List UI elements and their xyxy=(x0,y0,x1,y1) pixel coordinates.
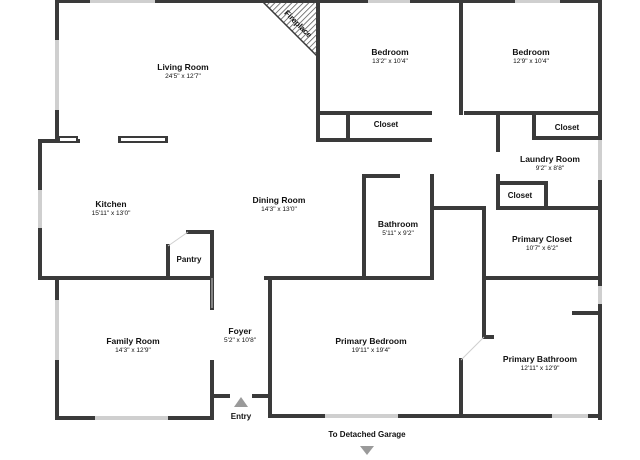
room-laundry-room: Laundry Room 9'2" x 8'8" xyxy=(520,154,580,173)
room-dimensions: 12'11" x 12'9" xyxy=(520,364,560,372)
room-primary-bathroom: Primary Bathroom 12'11" x 12'9" xyxy=(503,354,577,373)
room-dining-room: Dining Room 14'3" x 13'0" xyxy=(253,195,306,214)
room-primary-closet: Primary Closet 10'7" x 6'2" xyxy=(512,234,572,253)
pantry-label: Pantry xyxy=(176,255,202,264)
room-name: Bathroom xyxy=(377,219,419,229)
room-dimensions: 14'3" x 12'9" xyxy=(115,346,151,354)
fireplace-hatch xyxy=(260,0,319,59)
windows xyxy=(38,0,602,420)
closet-label-bedroom-2: Closet xyxy=(554,123,580,132)
garage-label: To Detached Garage xyxy=(328,430,406,439)
room-dimensions: 14'3" x 13'0" xyxy=(261,205,297,213)
room-dimensions: 5'11" x 9'2" xyxy=(382,229,414,237)
room-dimensions: 5'2" x 10'8" xyxy=(223,336,257,344)
room-dimensions: 12'9" x 10'4" xyxy=(513,57,549,65)
room-bedroom-2: Bedroom 12'9" x 10'4" xyxy=(512,47,549,66)
room-name: Dining Room xyxy=(252,195,306,205)
room-dimensions: 15'11" x 13'0" xyxy=(91,209,131,217)
garage-arrow-icon xyxy=(360,446,374,455)
room-name: Bedroom xyxy=(512,47,550,57)
room-name: Family Room xyxy=(106,336,160,346)
room-kitchen: Kitchen 15'11" x 13'0" xyxy=(92,199,131,218)
room-dimensions: 10'7" x 6'2" xyxy=(525,244,559,252)
room-name: Primary Bedroom xyxy=(335,336,407,346)
room-primary-bedroom: Primary Bedroom 19'11" x 19'4" xyxy=(335,336,406,355)
room-name: Bedroom xyxy=(371,47,409,57)
room-living-room: Living Room 24'5" x 12'7" xyxy=(157,62,208,81)
closet-label-laundry: Closet xyxy=(507,191,533,200)
room-name: Primary Bathroom xyxy=(502,354,578,364)
room-family-room: Family Room 14'3" x 12'9" xyxy=(106,336,159,355)
room-name: Living Room xyxy=(157,62,209,72)
closet-label-bedroom-1: Closet xyxy=(373,120,399,129)
room-name: Primary Closet xyxy=(512,234,572,244)
room-dimensions: 13'2" x 10'4" xyxy=(372,57,408,65)
room-bedroom-1: Bedroom 13'2" x 10'4" xyxy=(371,47,408,66)
entry-label: Entry xyxy=(230,412,252,421)
door-swings xyxy=(167,231,485,361)
room-name: Foyer xyxy=(228,326,252,336)
room-foyer: Foyer 5'2" x 10'8" xyxy=(224,326,256,345)
room-dimensions: 9'2" x 8'8" xyxy=(535,164,565,172)
room-dimensions: 19'11" x 19'4" xyxy=(351,346,391,354)
room-name: Kitchen xyxy=(95,199,127,209)
entry-arrow-icon xyxy=(234,397,248,407)
walls xyxy=(38,0,602,420)
room-name: Laundry Room xyxy=(520,154,580,164)
room-dimensions: 24'5" x 12'7" xyxy=(165,72,201,80)
room-bathroom: Bathroom 5'11" x 9'2" xyxy=(378,219,418,238)
